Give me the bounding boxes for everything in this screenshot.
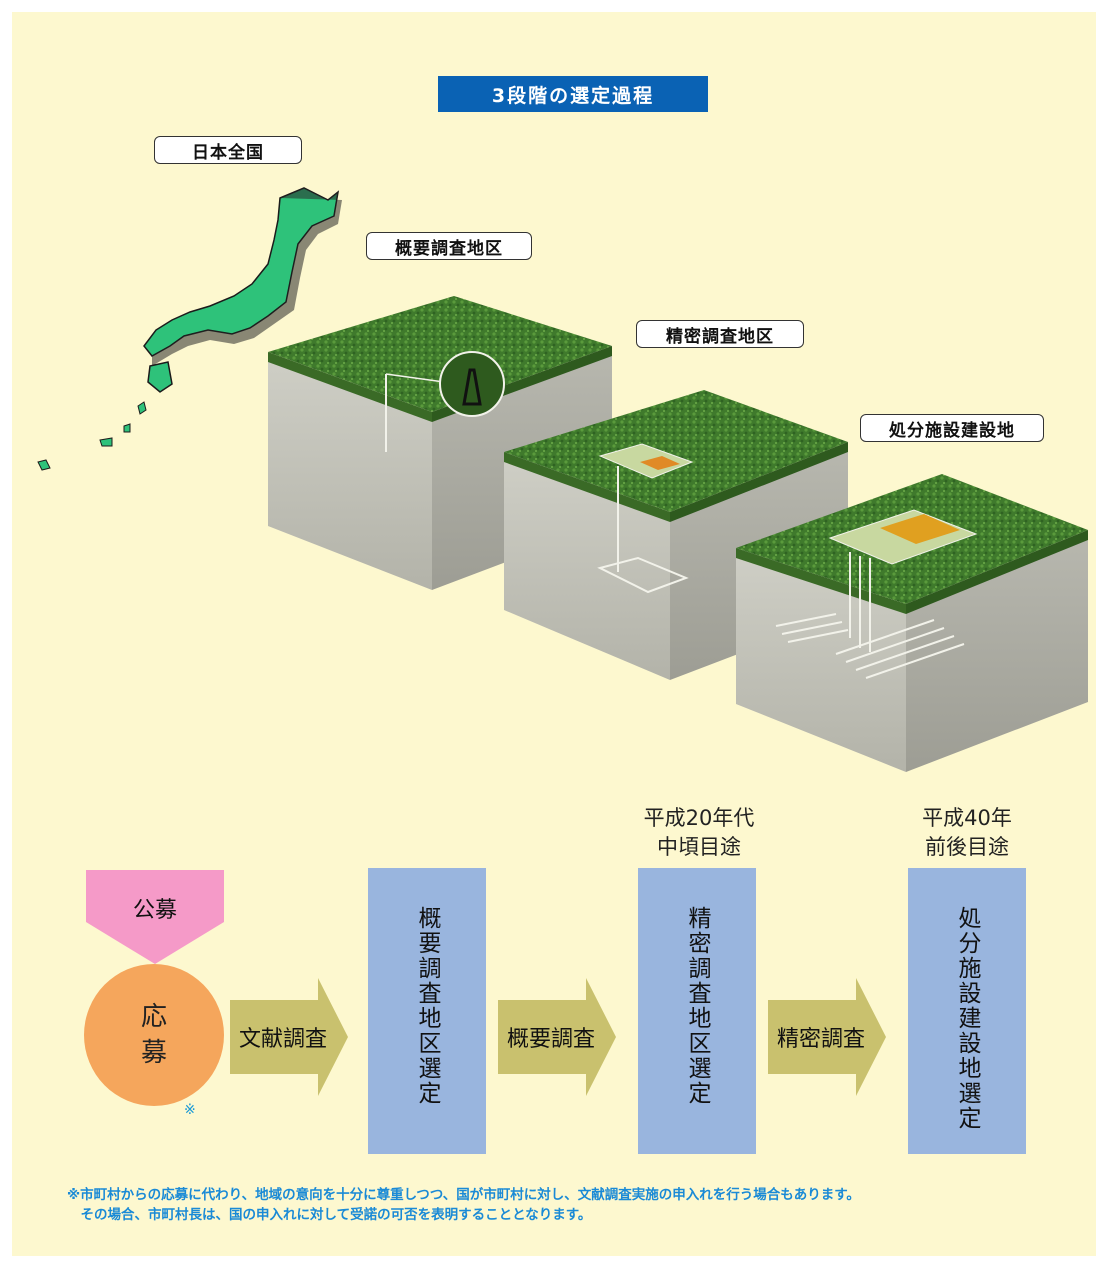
block-shobun-illustration bbox=[736, 474, 1088, 772]
footnote: ※市町村からの応募に代わり、地域の意向を十分に尊重しつつ、国が市町村に対し、文献… bbox=[67, 1185, 860, 1225]
koubo-label: 公募 bbox=[132, 898, 177, 923]
arrow-gaiyou-label: 概要調査 bbox=[506, 1027, 595, 1052]
box-gaiyou-selection-label: 概要調査地区選定 bbox=[414, 906, 440, 1106]
date-shobun-line2: 前後目途 bbox=[925, 835, 1009, 859]
stage-label-seimitsu: 精密調査地区 bbox=[636, 320, 804, 348]
arrow-gaiyou-shape bbox=[498, 978, 616, 1096]
date-seimitsu-line2: 中頃目途 bbox=[657, 835, 741, 859]
footnote-line2: その場合、市町村長は、国の申入れに対して受諾の可否を表明することとなります。 bbox=[67, 1207, 592, 1223]
block-gaiyou-illustration bbox=[268, 296, 612, 590]
oubo-line2: 募 bbox=[140, 1038, 167, 1068]
arrow-bunken-shape bbox=[230, 978, 348, 1096]
box-seimitsu-selection: 精密調査地区選定 bbox=[638, 868, 756, 1154]
diagram-title: 3段階の選定過程 bbox=[438, 76, 708, 112]
stage-label-japan: 日本全国 bbox=[154, 136, 302, 164]
box-seimitsu-selection-label: 精密調査地区選定 bbox=[684, 906, 710, 1106]
date-seimitsu-line1: 平成20年代 bbox=[643, 806, 755, 830]
oubo-circle: 応 募 bbox=[84, 964, 224, 1106]
oubo-line1: 応 bbox=[140, 1002, 167, 1032]
date-shobun: 平成40年 前後目途 bbox=[892, 804, 1042, 862]
box-gaiyou-selection: 概要調査地区選定 bbox=[368, 868, 486, 1154]
box-shobun-selection-label: 処分施設建設地選定 bbox=[954, 906, 980, 1131]
selection-illustration bbox=[37, 187, 1088, 772]
box-shobun-selection: 処分施設建設地選定 bbox=[908, 868, 1026, 1154]
japan-map-icon bbox=[37, 187, 342, 471]
arrow-seimitsu-shape bbox=[768, 978, 886, 1096]
date-seimitsu: 平成20年代 中頃目途 bbox=[624, 804, 774, 862]
stage-label-gaiyou: 概要調査地区 bbox=[366, 232, 532, 260]
diagram-panel: 3段階の選定過程 日本全国 概要調査地区 精密調査地区 処分施設建設地 bbox=[12, 12, 1096, 1256]
stage-label-shobun: 処分施設建設地 bbox=[860, 414, 1044, 442]
footnote-line1: ※市町村からの応募に代わり、地域の意向を十分に尊重しつつ、国が市町村に対し、文献… bbox=[67, 1187, 860, 1203]
koubo-pentagon bbox=[86, 870, 224, 964]
arrow-bunken-label: 文献調査 bbox=[238, 1027, 327, 1052]
arrow-seimitsu-label: 精密調査 bbox=[776, 1027, 865, 1052]
date-shobun-line1: 平成40年 bbox=[922, 806, 1012, 830]
oubo-note-mark: ※ bbox=[184, 1102, 196, 1118]
